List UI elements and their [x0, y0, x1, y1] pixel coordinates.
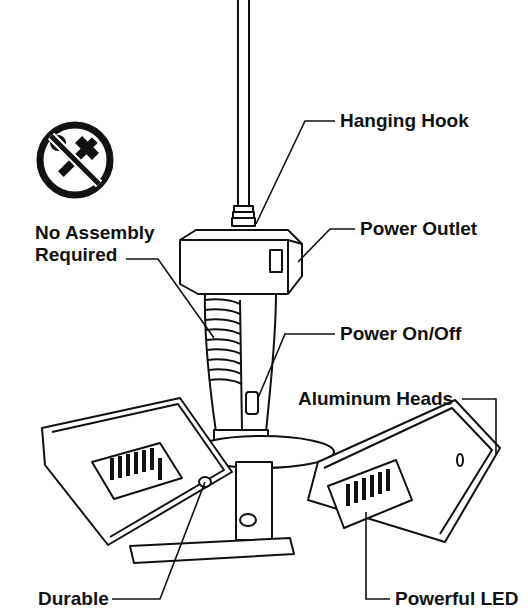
part-label: No Assembly Required: [35, 222, 175, 266]
no-tools-icon: [40, 125, 110, 195]
part-label: Hanging Hook: [340, 110, 520, 132]
part-label: Power On/Off: [340, 323, 520, 345]
part-label: Power Outlet: [360, 218, 520, 240]
leader-lines: [112, 121, 496, 599]
part-label: Powerful LED: [395, 588, 525, 610]
part-label: Durable: [38, 588, 138, 610]
part-label: Aluminum Heads: [298, 388, 460, 410]
